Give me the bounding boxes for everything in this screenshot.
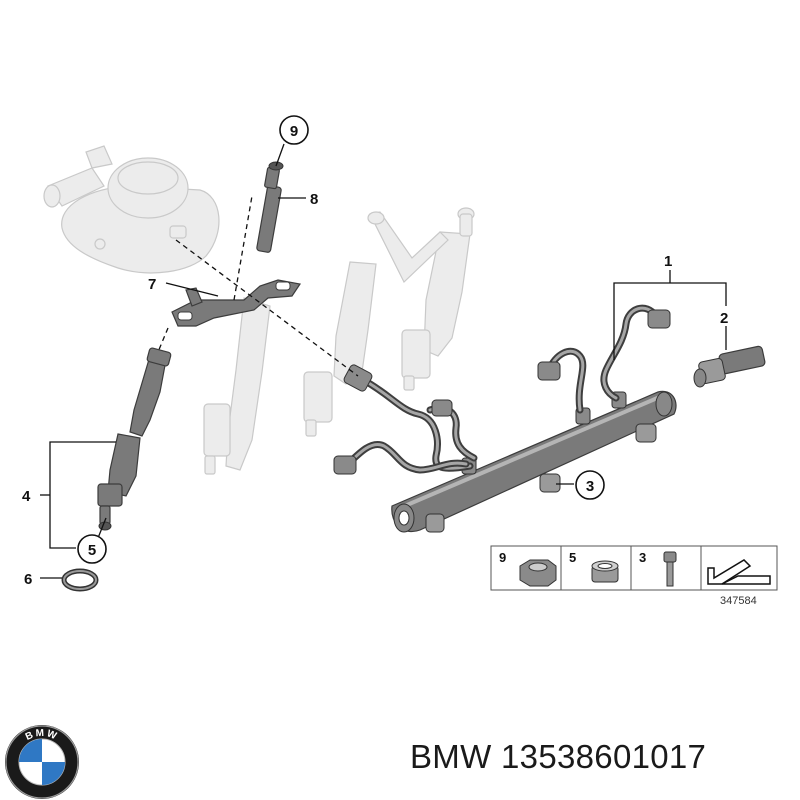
callout-5: 5 — [77, 534, 107, 564]
svg-text:5: 5 — [88, 542, 96, 559]
svg-text:BMW: BMW — [24, 728, 60, 743]
callout-9: 9 — [279, 115, 309, 145]
nut-icon — [519, 559, 557, 587]
kit-box: 9 5 3 — [490, 545, 778, 591]
parts-diagram: 9 8 7 1 2 3 4 5 6 9 5 3 — [22, 115, 778, 607]
part-caption: BMW 13538601017 — [410, 738, 706, 776]
high-pressure-pump-ghost — [43, 145, 220, 274]
o-ring-part — [61, 568, 99, 592]
bracket-part — [171, 279, 302, 327]
ghost-injectors — [203, 207, 475, 475]
svg-text:9: 9 — [290, 123, 298, 140]
brand-name: BMW — [410, 738, 492, 775]
callout-3: 3 — [575, 470, 605, 500]
part-number: 13538601017 — [501, 738, 707, 775]
callout-7: 7 — [148, 276, 156, 293]
callout-2: 2 — [720, 310, 728, 327]
sleeve-ring-icon — [591, 560, 619, 583]
callout-8: 8 — [310, 191, 318, 208]
diagram-reference-number: 347584 — [720, 595, 757, 607]
connecting-rod-part — [256, 161, 284, 253]
bolt-icon — [663, 551, 677, 587]
fuel-pipes — [333, 304, 671, 475]
svg-text:3: 3 — [586, 478, 594, 495]
callout-4: 4 — [22, 488, 31, 505]
kit-item-number: 5 — [569, 550, 576, 565]
injector-part — [97, 347, 172, 531]
callout-6: 6 — [24, 571, 32, 588]
pressure-sensor-part — [693, 345, 766, 388]
arrow-mark-icon — [707, 559, 771, 585]
leader-lines — [40, 143, 727, 579]
kit-item-number: 9 — [499, 550, 506, 565]
bmw-logo: BMW — [5, 725, 79, 799]
callout-1: 1 — [664, 253, 672, 270]
kit-item-number: 3 — [639, 550, 646, 565]
